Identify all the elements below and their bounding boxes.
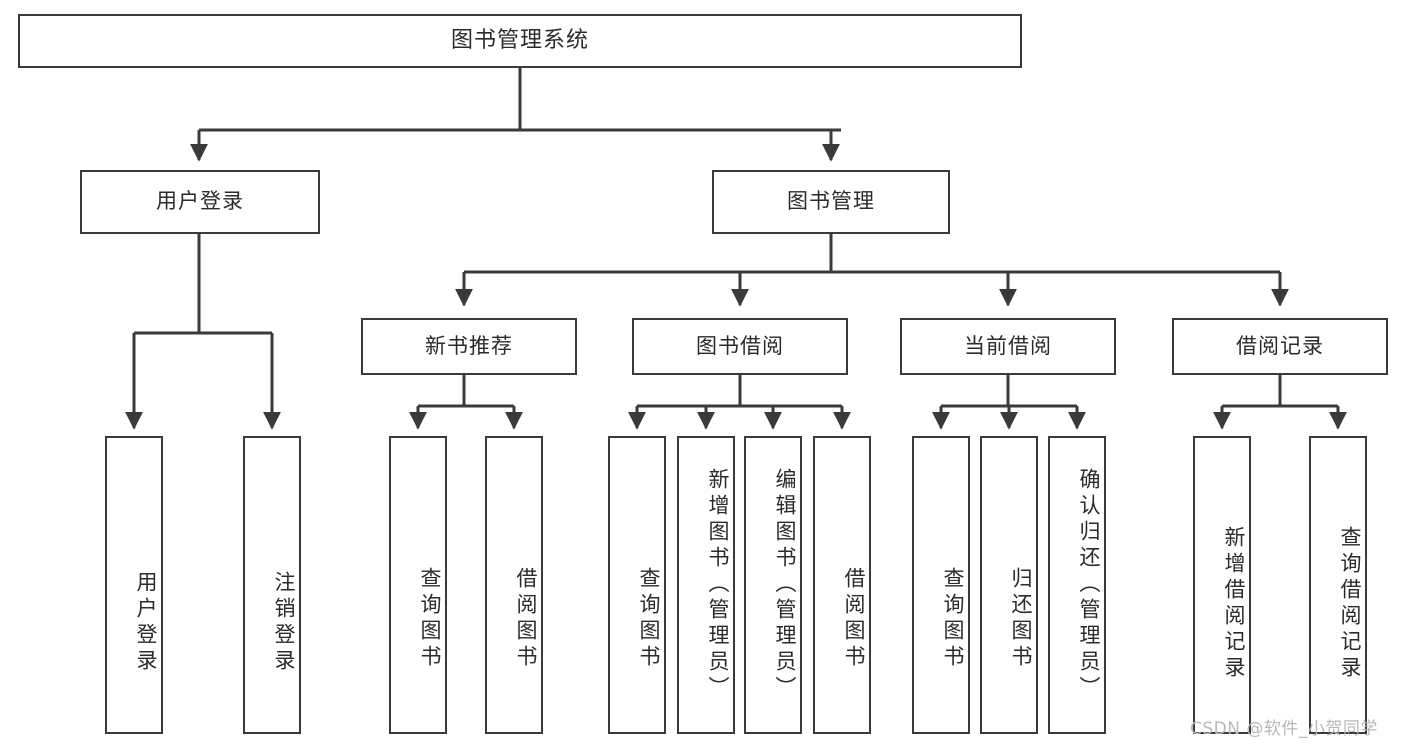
leaf-borrow-book-1-label: 借阅图书 bbox=[514, 567, 538, 671]
leaf-user-login[interactable]: 用户登录 bbox=[105, 436, 163, 734]
leaf-confirm-return-label: 确认归还（管理员） bbox=[1077, 468, 1101, 702]
node-root[interactable]: 图书管理系统 bbox=[18, 14, 1022, 68]
leaf-query-book-1[interactable]: 查询图书 bbox=[389, 436, 447, 734]
leaf-edit-book[interactable]: 编辑图书（管理员） bbox=[744, 436, 802, 734]
node-current-borrow-label: 当前借阅 bbox=[964, 333, 1052, 358]
leaf-query-book-3[interactable]: 查询图书 bbox=[912, 436, 970, 734]
leaf-edit-book-label: 编辑图书（管理员） bbox=[773, 468, 797, 702]
leaf-borrow-book-1[interactable]: 借阅图书 bbox=[485, 436, 543, 734]
leaf-borrow-book-2-label: 借阅图书 bbox=[842, 567, 866, 671]
node-book-manage[interactable]: 图书管理 bbox=[712, 170, 950, 234]
node-book-borrow[interactable]: 图书借阅 bbox=[632, 318, 848, 375]
node-new-book-recommend-label: 新书推荐 bbox=[425, 333, 513, 358]
leaf-user-login-label: 用户登录 bbox=[134, 571, 158, 675]
leaf-confirm-return[interactable]: 确认归还（管理员） bbox=[1048, 436, 1106, 734]
leaf-return-book-label: 归还图书 bbox=[1009, 567, 1033, 671]
node-user-login[interactable]: 用户登录 bbox=[80, 170, 320, 234]
node-user-login-label: 用户登录 bbox=[156, 189, 244, 214]
leaf-return-book[interactable]: 归还图书 bbox=[980, 436, 1038, 734]
leaf-query-record-label: 查询借阅记录 bbox=[1338, 526, 1362, 682]
node-book-borrow-label: 图书借阅 bbox=[696, 333, 784, 358]
leaf-query-book-2[interactable]: 查询图书 bbox=[608, 436, 666, 734]
node-book-manage-label: 图书管理 bbox=[787, 189, 875, 214]
node-borrow-record[interactable]: 借阅记录 bbox=[1172, 318, 1388, 375]
leaf-add-record-label: 新增借阅记录 bbox=[1222, 526, 1246, 682]
leaf-add-book[interactable]: 新增图书（管理员） bbox=[677, 436, 735, 734]
leaf-add-book-label: 新增图书（管理员） bbox=[706, 468, 730, 702]
leaf-add-record[interactable]: 新增借阅记录 bbox=[1193, 436, 1251, 734]
leaf-user-logout-label: 注销登录 bbox=[272, 571, 296, 675]
leaf-user-logout[interactable]: 注销登录 bbox=[243, 436, 301, 734]
node-current-borrow[interactable]: 当前借阅 bbox=[900, 318, 1116, 375]
leaf-query-record[interactable]: 查询借阅记录 bbox=[1309, 436, 1367, 734]
node-borrow-record-label: 借阅记录 bbox=[1236, 333, 1324, 358]
leaf-query-book-2-label: 查询图书 bbox=[637, 567, 661, 671]
leaf-query-book-3-label: 查询图书 bbox=[941, 567, 965, 671]
node-root-label: 图书管理系统 bbox=[450, 27, 589, 53]
leaf-borrow-book-2[interactable]: 借阅图书 bbox=[813, 436, 871, 734]
node-new-book-recommend[interactable]: 新书推荐 bbox=[361, 318, 577, 375]
leaf-query-book-1-label: 查询图书 bbox=[418, 567, 442, 671]
